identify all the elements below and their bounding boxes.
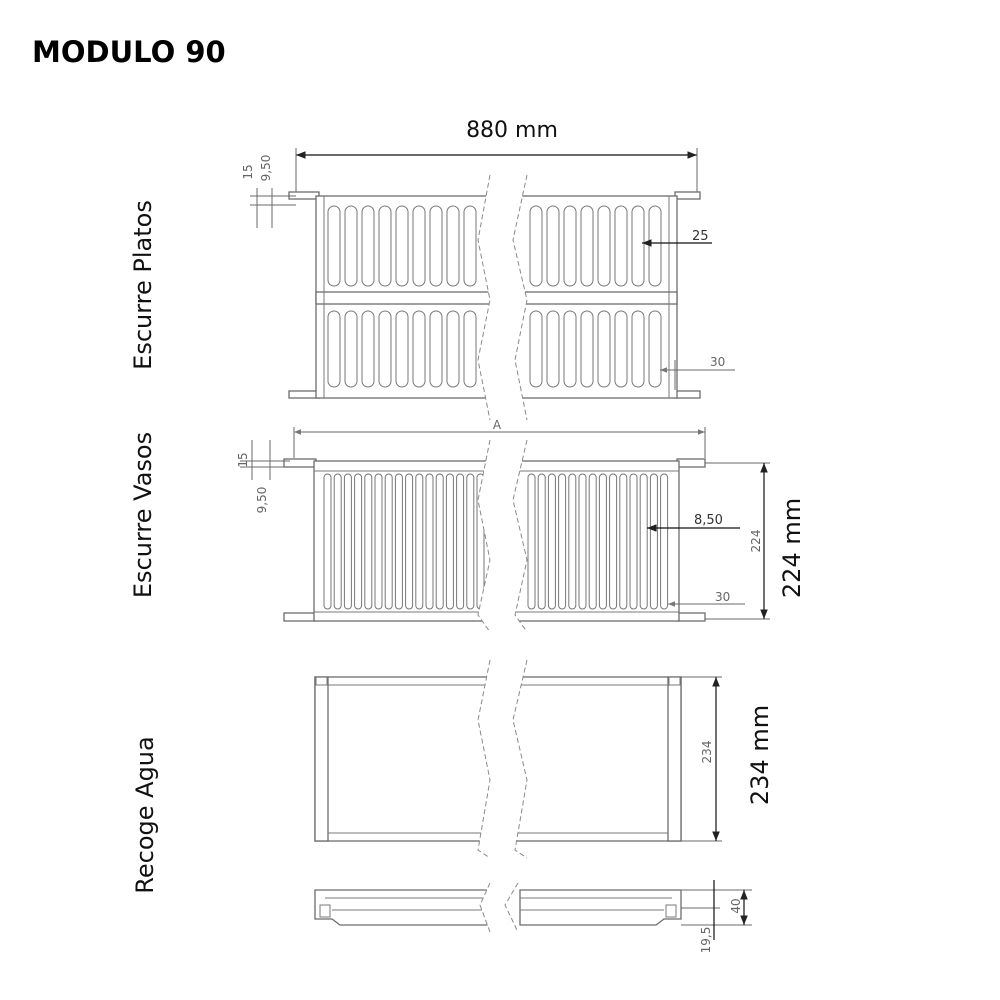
vasos-dim-950: 9,50	[255, 487, 269, 514]
platos-slot	[597, 205, 611, 287]
vasos-dim-224: 224	[749, 530, 763, 553]
vasos-bar	[415, 473, 424, 610]
vasos-label: Escurre Vasos	[129, 432, 157, 598]
platos-slot	[344, 310, 358, 388]
vasos-rod-bottom-right	[676, 612, 706, 622]
escurre-platos-drawing: Escurre Platos 15 9,50 25 30	[129, 155, 735, 421]
vasos-bar	[639, 473, 648, 610]
platos-slot	[429, 205, 443, 287]
platos-slot	[463, 205, 477, 287]
platos-slot	[546, 310, 560, 388]
vasos-bar	[384, 473, 393, 610]
agua-dim-40: 40	[729, 898, 743, 913]
platos-slot	[529, 205, 543, 287]
platos-slot	[463, 310, 477, 388]
vasos-bar	[466, 473, 475, 610]
platos-slot	[344, 205, 358, 287]
vasos-bar	[374, 473, 383, 610]
vasos-bar	[588, 473, 597, 610]
vasos-bar	[425, 473, 434, 610]
platos-slots	[327, 205, 662, 388]
platos-rod-top-right	[674, 191, 701, 200]
vasos-bar	[649, 473, 658, 610]
vasos-rod-bottom-left	[283, 612, 317, 622]
platos-slot	[361, 205, 375, 287]
platos-slot	[327, 310, 341, 388]
vasos-bar	[333, 473, 342, 610]
vasos-dim-30: 30	[715, 590, 730, 604]
overall-width-label: 880 mm	[466, 118, 558, 143]
platos-slot	[614, 310, 628, 388]
platos-dim-30: 30	[710, 355, 725, 369]
vasos-bars	[323, 473, 669, 610]
platos-slot	[378, 310, 392, 388]
vasos-bar	[660, 473, 669, 610]
vasos-rod-top-left	[283, 458, 317, 468]
vasos-bar	[323, 473, 332, 610]
vasos-bar	[537, 473, 546, 610]
agua-dim-195: 19,5	[699, 927, 713, 954]
agua-dim-234: 234	[700, 741, 714, 764]
platos-slot	[648, 205, 662, 287]
vasos-bar	[364, 473, 373, 610]
vasos-bar	[629, 473, 638, 610]
platos-slot	[563, 310, 577, 388]
platos-dim-950: 9,50	[259, 155, 273, 182]
vasos-bar	[394, 473, 403, 610]
vasos-dim-a: A	[493, 418, 502, 432]
escurre-vasos-drawing: Escurre Vasos A 15 9,50 8,50 30	[129, 418, 806, 633]
vasos-bar	[547, 473, 556, 610]
vasos-bar	[619, 473, 628, 610]
vasos-bar	[445, 473, 454, 610]
platos-slot	[412, 310, 426, 388]
platos-rod-bottom-right	[674, 390, 701, 399]
platos-slot	[597, 310, 611, 388]
page-title: MODULO 90	[32, 35, 226, 69]
platos-slot	[631, 205, 645, 287]
overall-width-dimension: 880 mm	[295, 118, 698, 195]
vasos-dim-224mm: 224 mm	[778, 498, 806, 598]
platos-slot	[563, 205, 577, 287]
vasos-bar	[609, 473, 618, 610]
platos-slot	[378, 205, 392, 287]
platos-dim-25: 25	[692, 229, 709, 244]
platos-slot	[546, 205, 560, 287]
platos-slot	[412, 205, 426, 287]
platos-slot	[395, 205, 409, 287]
vasos-bar	[456, 473, 465, 610]
vasos-bar	[354, 473, 363, 610]
vasos-bar	[405, 473, 414, 610]
platos-slot	[429, 310, 443, 388]
vasos-bar	[568, 473, 577, 610]
recoge-agua-drawing: Recoge Agua 234 234 mm	[131, 659, 774, 954]
platos-slot	[361, 310, 375, 388]
vasos-dim-850: 8,50	[694, 513, 723, 528]
vasos-rod-top-right	[676, 458, 706, 468]
platos-slot	[395, 310, 409, 388]
vasos-bar	[435, 473, 444, 610]
platos-label: Escurre Platos	[129, 200, 157, 370]
vasos-bar	[598, 473, 607, 610]
platos-rod-bottom-left	[288, 390, 320, 399]
agua-dim-234mm: 234 mm	[746, 705, 774, 805]
platos-slot	[446, 205, 460, 287]
platos-slot	[446, 310, 460, 388]
platos-slot	[580, 310, 594, 388]
vasos-bar	[558, 473, 567, 610]
platos-slot	[529, 310, 543, 388]
platos-dim-15: 15	[241, 164, 255, 179]
agua-tray-side	[314, 889, 682, 926]
platos-slot	[631, 310, 645, 388]
platos-slot	[648, 310, 662, 388]
vasos-bar	[343, 473, 352, 610]
vasos-bar	[527, 473, 536, 610]
vasos-bar	[578, 473, 587, 610]
platos-slot	[580, 205, 594, 287]
platos-slot	[327, 205, 341, 287]
vasos-dim-15: 15	[236, 452, 250, 467]
agua-label: Recoge Agua	[131, 736, 159, 893]
platos-slot	[614, 205, 628, 287]
